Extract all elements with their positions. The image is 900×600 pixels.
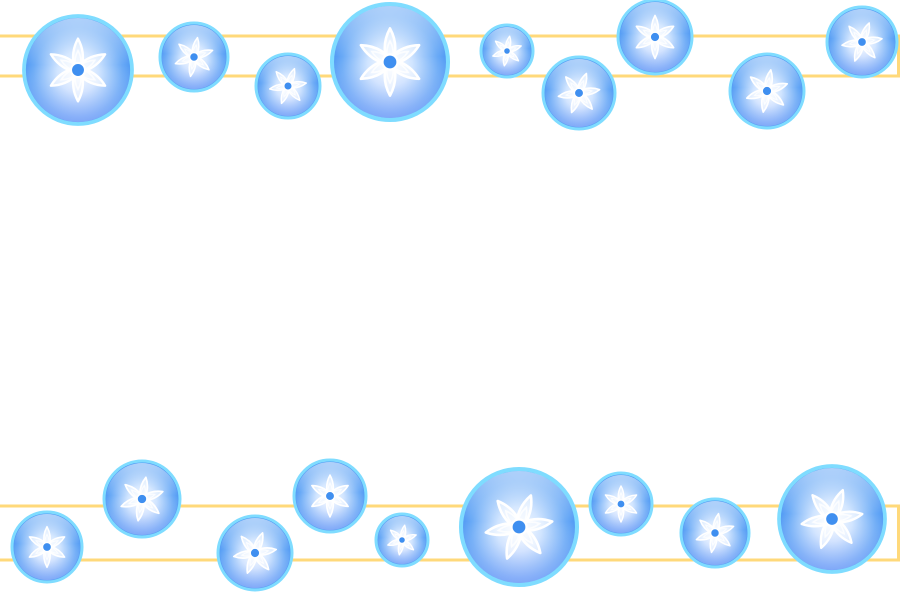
bottom-bubble	[374, 512, 430, 568]
flower-center	[824, 511, 840, 527]
flower-inner-outline	[642, 22, 668, 52]
flower-inner-outline	[59, 48, 97, 92]
flower-center	[136, 493, 148, 505]
flower-center	[283, 81, 293, 91]
flower-icon	[745, 69, 789, 113]
flower-icon	[492, 35, 522, 67]
flower-center	[709, 527, 721, 539]
top-bubble	[22, 14, 134, 126]
flower-inner-outline	[496, 505, 542, 549]
bottom-bubble	[102, 459, 182, 539]
top-bubble	[254, 52, 322, 120]
flower-icon	[268, 67, 308, 105]
flower-inner-outline	[181, 43, 207, 71]
flower-inner-outline	[392, 529, 412, 551]
top-bubble	[479, 23, 535, 79]
bottom-bubble	[10, 510, 84, 584]
flower-center	[249, 547, 261, 559]
flower-inner-outline	[35, 533, 59, 561]
flower-inner-outline	[317, 481, 343, 511]
flower-icon	[120, 476, 164, 522]
flower-icon	[387, 524, 417, 556]
flower-icon	[695, 512, 735, 554]
flower-icon	[484, 494, 554, 560]
top-bubble	[541, 55, 617, 131]
flower-center	[761, 85, 773, 97]
bottom-bubble	[588, 471, 654, 537]
top-bubble	[825, 5, 899, 79]
flower-center	[510, 518, 528, 536]
flower-inner-outline	[497, 40, 517, 62]
bottom-bubble	[216, 514, 294, 592]
flower-center	[503, 47, 511, 55]
bubble-row-bottom	[10, 458, 887, 592]
flower-inner-outline	[565, 79, 593, 107]
top-bubble	[728, 52, 806, 130]
bottom-bubble	[292, 458, 368, 534]
flower-inner-outline	[811, 499, 853, 539]
flower-inner-outline	[753, 76, 781, 106]
flower-icon	[557, 72, 601, 114]
flower-center	[398, 536, 406, 544]
flower-inner-outline	[370, 39, 410, 85]
flower-center	[324, 490, 336, 502]
bottom-bubble	[679, 497, 751, 569]
flower-center	[856, 36, 868, 48]
flower-icon	[841, 22, 883, 62]
flower-inner-outline	[240, 539, 270, 567]
bubble-row-top	[22, 0, 899, 131]
flower-inner-outline	[702, 519, 728, 547]
top-bubble	[329, 1, 451, 123]
bottom-bubble	[777, 464, 887, 574]
flower-icon	[232, 532, 278, 574]
top-bubble	[158, 21, 230, 93]
flower-center	[616, 499, 626, 509]
flower-center	[69, 61, 87, 79]
top-bubble	[616, 0, 694, 76]
flower-inner-outline	[610, 491, 632, 517]
flower-inner-outline	[848, 29, 876, 55]
flower-center	[649, 31, 661, 43]
flower-inner-outline	[275, 74, 301, 98]
bottom-bubble	[458, 466, 580, 588]
flower-center	[41, 541, 53, 553]
flower-icon	[174, 36, 214, 78]
flower-center	[381, 53, 399, 71]
flower-icon	[800, 489, 864, 549]
flower-inner-outline	[127, 484, 157, 514]
flower-center	[188, 51, 200, 63]
flower-center	[573, 87, 585, 99]
